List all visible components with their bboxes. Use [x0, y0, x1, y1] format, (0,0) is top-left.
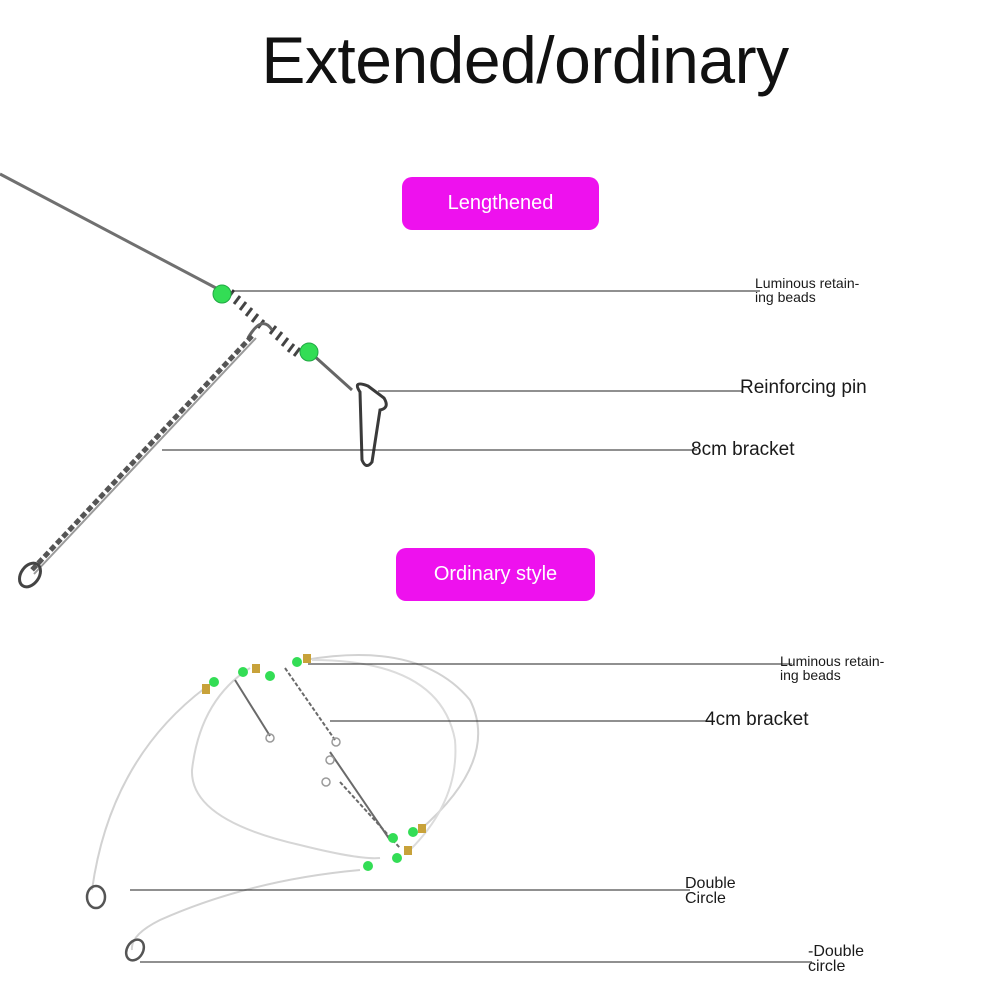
luminous-bead — [212, 284, 232, 304]
bracket-loop — [321, 777, 331, 787]
fishing-line — [130, 869, 361, 951]
twisted-bracket-highlight — [33, 337, 257, 575]
short-bracket — [234, 679, 271, 737]
short-bracket — [329, 751, 391, 841]
luminous-bead — [363, 861, 373, 871]
brass-sleeve — [404, 846, 412, 855]
bracket-8cm-label: 8cm bracket — [691, 439, 795, 460]
luminous-bead — [265, 671, 275, 681]
brass-sleeve — [202, 684, 210, 694]
label-line: ing beads — [755, 289, 816, 305]
fishing-line — [304, 654, 480, 831]
ordinary-style-badge: Ordinary style — [396, 548, 595, 601]
luminous-beads-label: Luminous retain- ing beads — [780, 654, 884, 682]
twisted-bracket — [28, 334, 254, 574]
junction-loop — [246, 322, 274, 339]
lengthened-badge: Lengthened — [402, 177, 599, 230]
label-line: Luminous retain- — [755, 275, 860, 291]
fishing-line — [91, 687, 206, 891]
fishing-line — [311, 659, 457, 851]
lengthened-rig — [0, 172, 388, 589]
double-circle-label: -Double circle — [808, 943, 865, 975]
snap-wire — [310, 352, 354, 392]
double-circle-ring — [124, 938, 146, 962]
label-line: Circle — [685, 890, 726, 907]
main-wire — [0, 172, 217, 290]
spring-coil — [268, 325, 302, 357]
reinforcing-pin-label: Reinforcing pin — [740, 377, 867, 398]
bracket-loop — [265, 733, 275, 743]
brass-sleeve — [418, 824, 426, 833]
leader-lines-lengthened — [162, 290, 760, 451]
label-line: -Double — [808, 943, 865, 960]
label-line: ing beads — [780, 667, 841, 683]
double-circle-ring — [85, 884, 107, 910]
fishing-line — [190, 667, 381, 860]
luminous-bead — [209, 677, 219, 687]
spring-coil — [226, 289, 266, 329]
label-line: Double — [685, 875, 736, 892]
bracket-end-loop — [18, 561, 42, 589]
reinforcing-pin-snap — [355, 382, 388, 467]
brass-sleeve — [252, 664, 260, 673]
leader-lines-ordinary — [130, 663, 812, 963]
luminous-bead — [408, 827, 418, 837]
label-line: Luminous retain- — [780, 653, 885, 669]
luminous-bead — [392, 853, 402, 863]
ordinary-rig — [85, 654, 480, 962]
double-circle-label: Double Circle — [685, 875, 736, 907]
bracket-loop — [325, 755, 335, 765]
luminous-bead — [292, 657, 302, 667]
luminous-bead — [238, 667, 248, 677]
page-title: Extended/ordinary — [261, 23, 789, 97]
bracket-loop — [331, 737, 341, 747]
label-line: circle — [808, 958, 846, 975]
short-bracket — [284, 667, 336, 741]
luminous-bead — [388, 833, 398, 843]
ordinary-beads — [202, 654, 426, 871]
luminous-beads-label: Luminous retain- ing beads — [755, 276, 859, 304]
luminous-bead — [299, 342, 319, 362]
brass-sleeve — [303, 654, 311, 663]
bracket-4cm-label: 4cm bracket — [705, 709, 809, 730]
